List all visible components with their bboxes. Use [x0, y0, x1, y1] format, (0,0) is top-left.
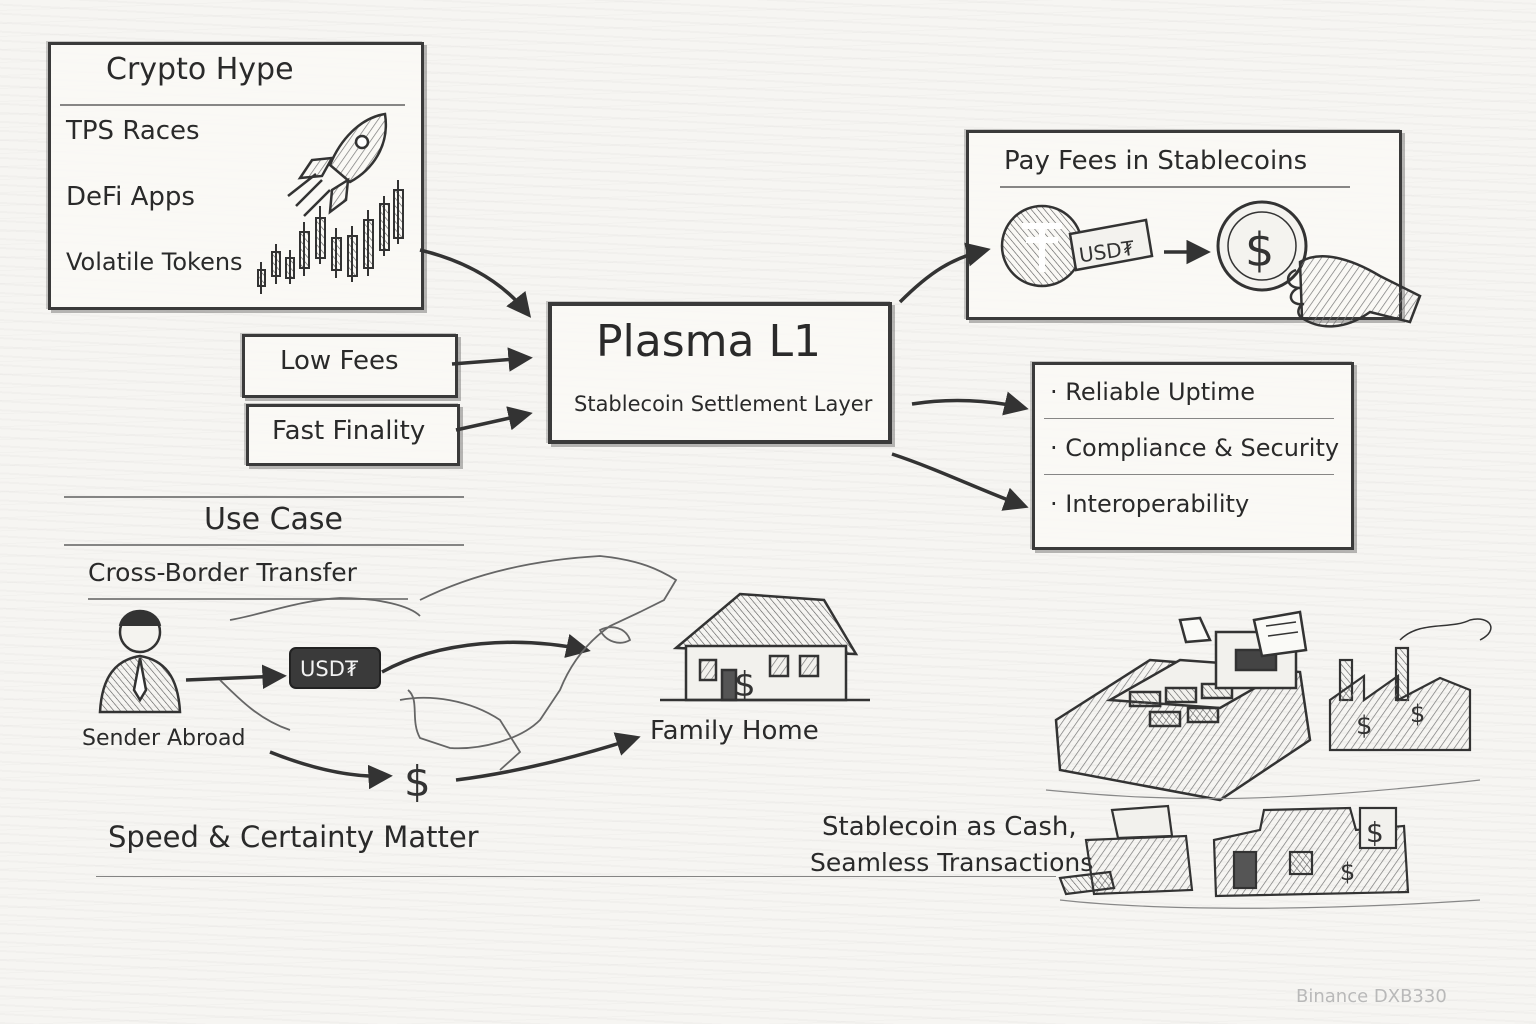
pay-fees-title: Pay Fees in Stablecoins [1004, 146, 1308, 176]
arrow-dollar-to-home [455, 732, 641, 782]
watermark: Binance DXB330 [1296, 986, 1447, 1007]
crypto-hype-title: Crypto Hype [106, 52, 294, 87]
arrow-token-to-home [381, 633, 591, 674]
factory-dollar-sign-2: $ [1410, 700, 1425, 728]
plasma-l1-subtitle: Stablecoin Settlement Layer [574, 392, 873, 416]
fast-finality-label: Fast Finality [272, 416, 426, 446]
arrow-hype-to-core [419, 248, 532, 318]
arrow-lowfees-to-core [451, 347, 533, 372]
plasma-l1-title: Plasma L1 [596, 316, 821, 367]
house-icon [660, 592, 870, 702]
feature-uptime: · Reliable Uptime [1050, 378, 1255, 406]
pay-fees-underline [1000, 186, 1350, 188]
store-dollar-sign-2: $ [1340, 858, 1355, 886]
rocket-icon [287, 112, 388, 217]
candlestick-chart-icon [257, 180, 404, 294]
family-home-label: Family Home [650, 716, 819, 746]
arrow-sender-to-dollar [269, 750, 393, 790]
arrow-core-to-features [911, 391, 1029, 416]
low-fees-box [242, 334, 458, 398]
crypto-hype-underline [60, 104, 405, 106]
usdt-tag-icon [1068, 218, 1154, 272]
low-fees-label: Low Fees [280, 346, 399, 376]
use-case-title: Use Case [204, 502, 343, 537]
usdt-token-icon [289, 647, 381, 689]
cross-border-title: Cross-Border Transfer [88, 558, 357, 587]
usdt-token-label: USD₮ [300, 657, 359, 681]
hype-item-defi: DeFi Apps [66, 182, 195, 212]
house-dollar-sign: $ [734, 665, 756, 705]
sender-person-icon [98, 609, 182, 714]
hype-item-volatile: Volatile Tokens [66, 248, 243, 276]
plasma-l1-box [548, 302, 892, 444]
feature-divider-2 [1044, 474, 1334, 475]
store-dollar-sign: $ [1366, 816, 1384, 849]
merchant-line-2: Seamless Transactions [810, 848, 1094, 877]
tether-coin-icon [1000, 204, 1084, 288]
hype-item-tps: TPS Races [66, 116, 200, 146]
sender-label: Sender Abroad [82, 726, 246, 751]
features-box [1032, 362, 1354, 550]
factory-dollar-sign: $ [1356, 711, 1373, 741]
ground-scribble [1045, 779, 1481, 909]
cash-register-icon [1054, 610, 1312, 802]
coin-dollar-sign: $ [1245, 223, 1274, 277]
arrow-sender-to-token [185, 664, 287, 690]
use-case-bottom-rule [64, 544, 464, 546]
transfer-dollar-sign: $ [404, 757, 431, 806]
storefront-icon [1212, 806, 1410, 898]
hand-icon [1287, 255, 1422, 328]
merchant-line-1: Stablecoin as Cash, [822, 812, 1077, 842]
factory-icon [1328, 618, 1492, 752]
feature-interop: · Interoperability [1050, 490, 1250, 518]
arrow-core-to-interop [891, 452, 1029, 511]
feature-compliance: · Compliance & Security [1050, 434, 1340, 462]
arrow-finality-to-core [455, 406, 533, 432]
arrow-core-to-fees [898, 242, 991, 304]
fast-finality-box [246, 404, 460, 466]
feature-divider-1 [1044, 418, 1334, 419]
card-terminal-icon [1058, 804, 1194, 896]
dollar-coin-icon [1216, 200, 1308, 292]
map-icon [219, 555, 678, 771]
speed-underline [96, 876, 1056, 877]
cross-border-underline [88, 598, 408, 600]
use-case-top-rule [64, 496, 464, 498]
speed-certainty-label: Speed & Certainty Matter [108, 820, 479, 854]
